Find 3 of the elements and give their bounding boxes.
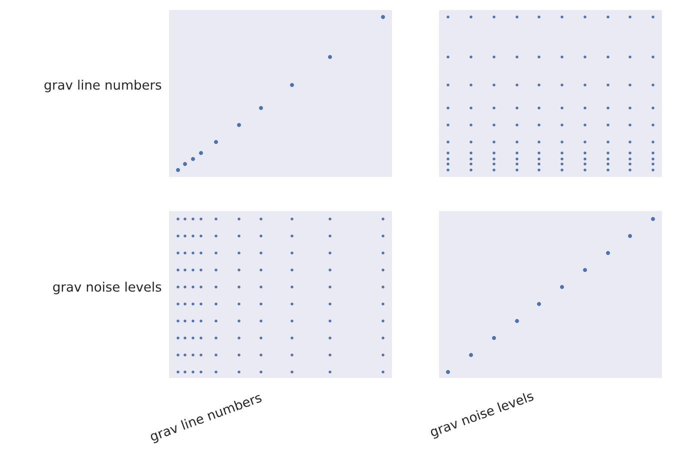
axis-label: grav line numbers	[44, 80, 162, 92]
axis-label: grav noise levels	[53, 282, 162, 294]
axis-label: grav noise levels	[430, 393, 534, 439]
